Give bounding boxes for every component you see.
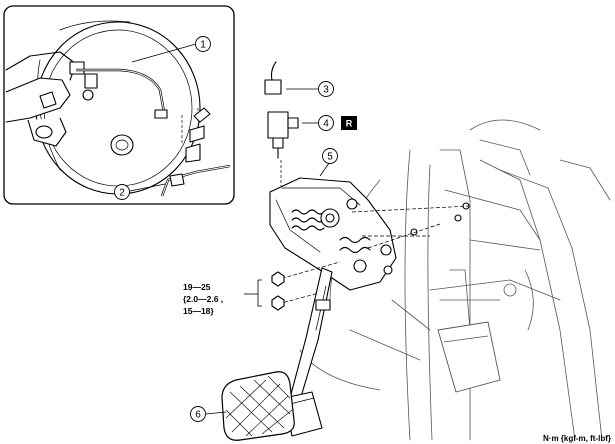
torque-line-1: 19—25 (183, 282, 211, 292)
pedal-bracket-part: 5 (269, 148, 471, 291)
units-label: N·m {kgf-m, ft-lbf} (543, 434, 611, 443)
replace-badge (341, 116, 357, 130)
torque-line-2: {2.0—2.6 , (183, 294, 223, 304)
brake-switch-part: 4 R (267, 111, 357, 186)
callout-5-label: 5 (327, 152, 333, 163)
vehicle-structure (299, 119, 611, 441)
callout-6-label: 6 (195, 410, 201, 421)
pedal-pad-texture (225, 375, 293, 437)
callout-2-label: 2 (119, 188, 125, 199)
torque-line-3: 15—18} (183, 306, 214, 316)
inset-panel: 1 2 (3, 5, 235, 205)
booster-studs (181, 107, 211, 163)
brake-pedal-part: 6 (190, 267, 333, 441)
torque-spec: 19—25 {2.0—2.6 , 15—18} (183, 282, 223, 316)
callout-1-label: 1 (200, 40, 206, 51)
callout-3-label: 3 (323, 85, 329, 96)
master-cylinder (5, 51, 98, 147)
callout-4-label: 4 (323, 119, 329, 130)
replace-badge-label: R (346, 119, 353, 129)
connector-part: 3 (264, 61, 334, 97)
mounting-nuts (244, 261, 341, 311)
